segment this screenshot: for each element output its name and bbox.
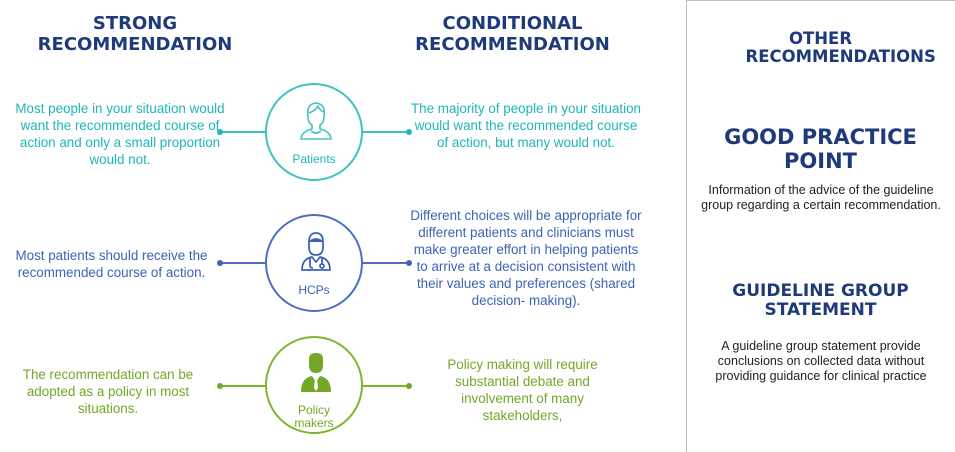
gpp-heading-text: GOOD PRACTICE POINT [724, 125, 917, 173]
policy-left-connector [220, 385, 266, 387]
conditional-heading-text: CONDITIONAL RECOMMENDATION [415, 13, 610, 55]
patients-conditional-text: The majority of people in your situation… [411, 101, 641, 150]
strong-recommendation-heading: STRONG RECOMMENDATION [20, 13, 250, 55]
policy-left-dot [217, 383, 223, 389]
conditional-recommendation-heading: CONDITIONAL RECOMMENDATION [400, 13, 625, 55]
patients-left-connector [220, 131, 266, 133]
hcps-label: HCPs [298, 283, 330, 297]
patients-label: Patients [292, 152, 336, 166]
patients-left-dot [217, 129, 223, 135]
patients-circle: Patients [265, 83, 363, 181]
ggs-heading-text: GUIDELINE GROUP STATEMENT [732, 281, 909, 321]
other-recommendations-panel [686, 0, 955, 452]
patients-right-dot [406, 129, 412, 135]
good-practice-point-text: Information of the advice of the guideli… [701, 183, 941, 212]
guideline-group-statement-heading: GUIDELINE GROUP STATEMENT [686, 281, 955, 321]
doctor-icon [301, 232, 331, 271]
businessman-icon [301, 353, 331, 392]
hcps-left-connector [220, 262, 266, 264]
other-recommendations-heading: OTHER RECOMMENDATIONS [686, 29, 955, 67]
hcps-circle: HCPs [265, 214, 363, 312]
other-heading-text: OTHER RECOMMENDATIONS [745, 29, 936, 67]
policy-right-dot [406, 383, 412, 389]
good-practice-point-heading: GOOD PRACTICE POINT [686, 125, 955, 173]
patient-icon [300, 102, 332, 140]
hcps-right-connector [362, 262, 410, 264]
strong-heading-text: STRONG RECOMMENDATION [37, 13, 233, 55]
policy-conditional-text: Policy making will require substantial d… [447, 357, 598, 423]
policy-strong-text: The recommendation can be adopted as a p… [22, 367, 194, 416]
hcps-right-dot [406, 260, 412, 266]
policy-right-connector [362, 385, 410, 387]
hcps-left-dot [217, 260, 223, 266]
hcps-conditional-text: Different choices will be appropriate fo… [410, 208, 642, 308]
policy-makers-label: Policy makers [294, 403, 334, 430]
guideline-group-statement-text: A guideline group statement provide conc… [715, 339, 927, 383]
policy-makers-circle: Policy makers [265, 336, 363, 434]
hcps-strong-text: Most patients should receive the recomme… [15, 248, 208, 280]
patients-strong-text: Most people in your situation would want… [15, 101, 225, 167]
patients-right-connector [362, 131, 410, 133]
